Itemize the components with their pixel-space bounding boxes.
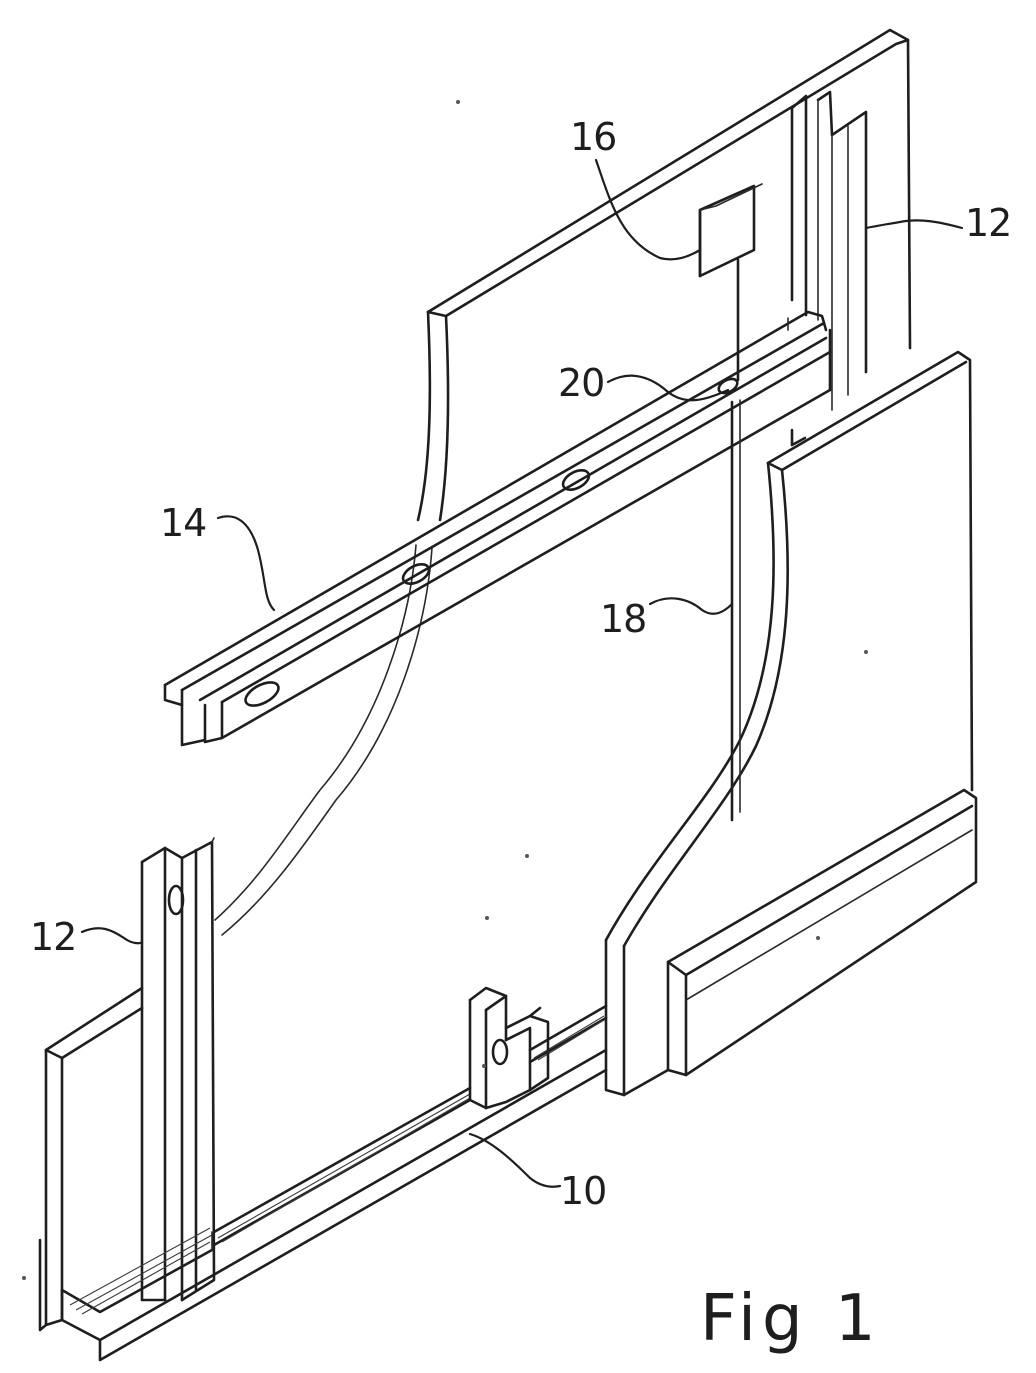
baseboard [666,788,978,1077]
channel [163,310,832,747]
figure-caption: Fig 1 [700,1282,882,1356]
scan-specks [22,100,868,1280]
front-wall-panel [604,350,974,1097]
leader-14 [216,515,276,612]
right-stud [790,90,868,447]
leader-lines [80,158,964,1188]
reference-numerals: 16 12 20 14 18 12 10 [30,115,1012,1213]
label-18: 18 [600,597,646,641]
label-14: 14 [160,501,206,545]
leader-18 [648,597,734,615]
leader-12-left [80,927,144,945]
label-16: 16 [570,115,616,159]
conduit [730,399,741,822]
label-12-left: 12 [30,915,76,959]
leader-12-right [864,219,964,230]
leader-20 [606,374,730,402]
back-wall-panel [214,28,912,936]
label-20: 20 [558,361,604,405]
track-clip [468,986,550,1110]
track [60,1004,608,1362]
left-panel [38,986,144,1332]
label-10: 10 [560,1169,606,1213]
box [698,183,763,382]
leader-16 [594,158,702,261]
leader-10 [468,1132,562,1188]
label-12-right: 12 [965,201,1011,245]
left-stud [140,837,216,1302]
